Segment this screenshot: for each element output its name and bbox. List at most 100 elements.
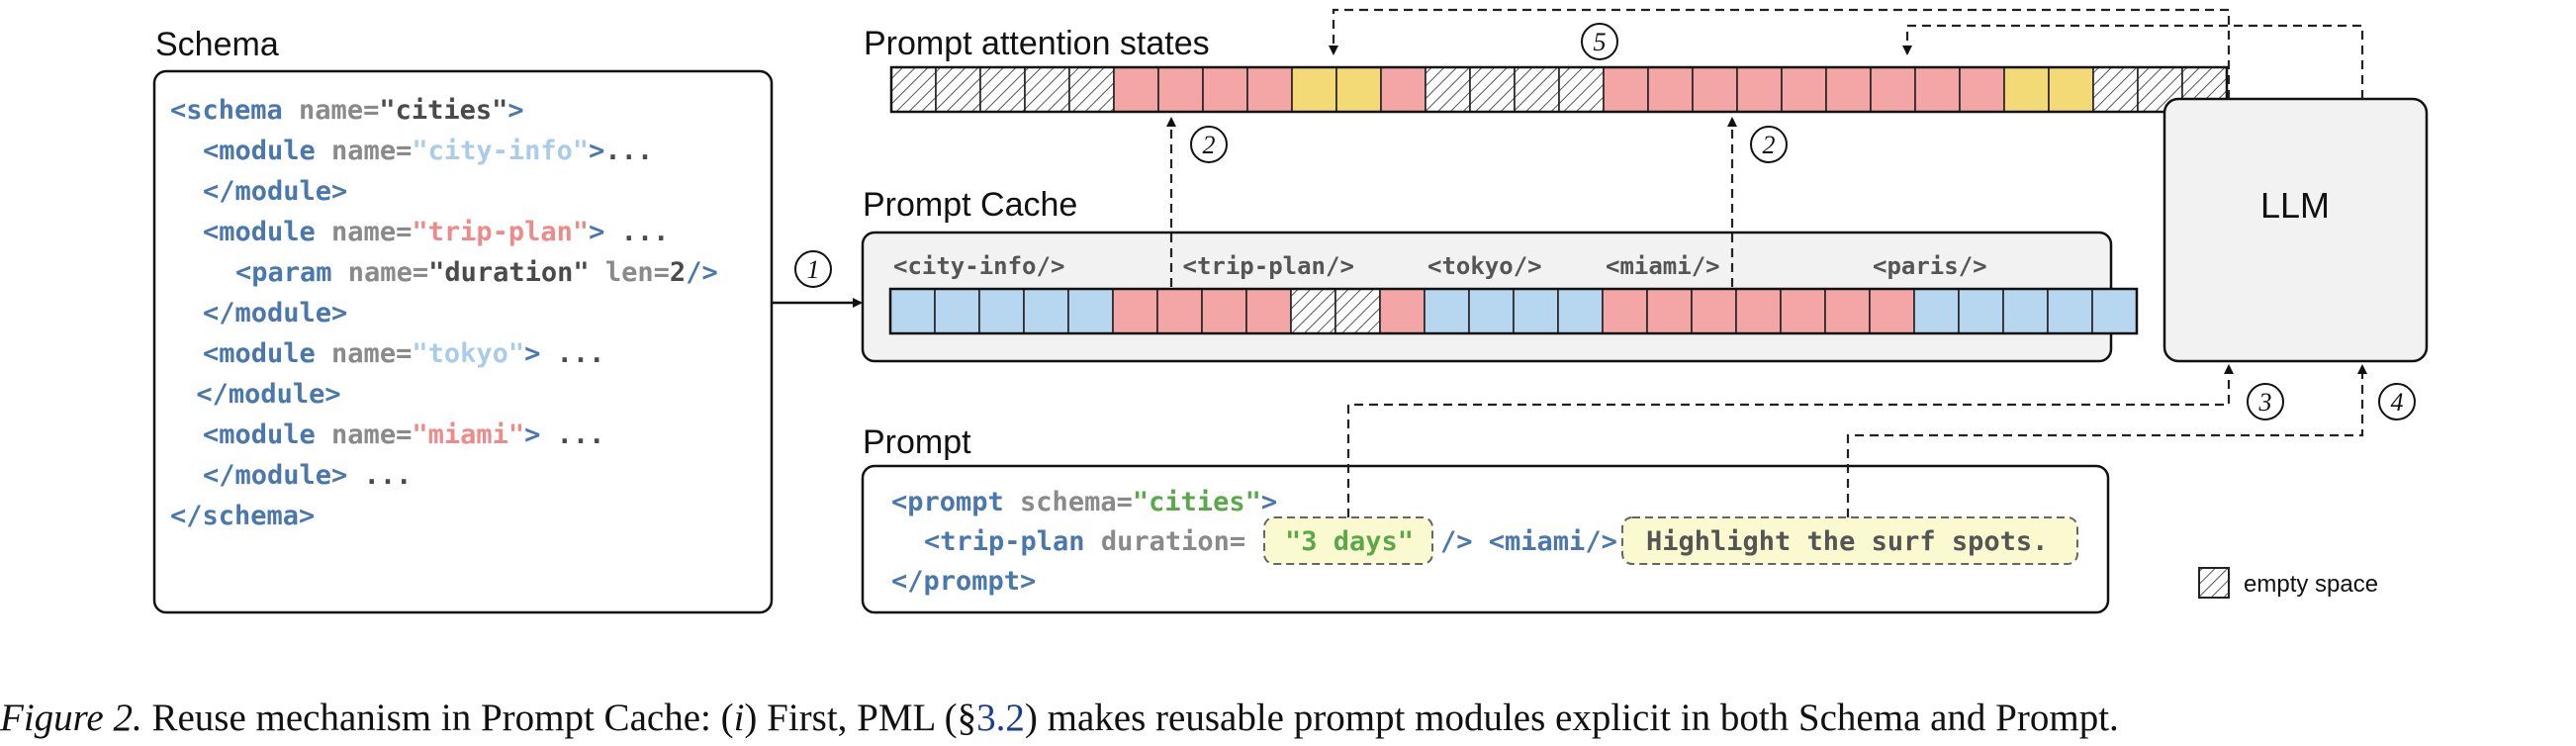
code-segment: "tokyo" (412, 338, 524, 369)
figure-caption: Figure 2. Reuse mechanism in Prompt Cach… (0, 697, 2119, 739)
schema-line: </module> (203, 176, 347, 207)
attention-cell (1825, 66, 1872, 113)
attention-cell-outline (889, 65, 2229, 114)
schema-line: <module name="tokyo"> ... (203, 338, 604, 369)
code-segment: <module (203, 136, 331, 166)
attention-cell (1113, 66, 1159, 113)
cache-cells-bar (888, 287, 2139, 335)
code-segment: > (589, 136, 604, 166)
attention-cell (1736, 66, 1783, 113)
attention-cell (1558, 66, 1605, 113)
cache-cell (1067, 288, 1114, 334)
code-segment: name= (331, 338, 412, 369)
miami-text-highlight (1621, 516, 2078, 565)
code-segment: ... (604, 217, 669, 247)
connectors (1166, 8, 2367, 517)
cache-cell (2002, 288, 2049, 334)
schema-title: Schema (155, 26, 279, 63)
attention-cell (1068, 66, 1115, 113)
attention-cell (1603, 66, 1649, 113)
code-segment: </module> (196, 379, 340, 410)
step3-arrow (1346, 364, 2234, 517)
llm-label: LLM (2260, 185, 2330, 226)
code-segment: "miami" (412, 420, 524, 450)
cache-cell (1201, 288, 1247, 334)
schema-line: <schema name="cities"> (170, 95, 524, 126)
prompt-line-2-mid: /> <miami/> (1440, 526, 1617, 557)
code-segment: <module (203, 420, 331, 450)
svg-text:1: 1 (807, 255, 820, 284)
code-segment: ... (347, 460, 412, 491)
cache-cell (1156, 288, 1203, 334)
cache-cell (1646, 288, 1693, 334)
cache-cell (1468, 288, 1515, 334)
schema-line: </module> (203, 298, 347, 328)
code-segment: > (589, 217, 604, 247)
code-segment: name= (331, 420, 412, 450)
code-segment: <prompt (891, 487, 1020, 517)
attention-cell (1469, 66, 1516, 113)
attention-cell (1514, 66, 1560, 113)
cache-cell (1557, 288, 1604, 334)
cache-cell (1780, 288, 1826, 334)
prompt-line-1: <prompt schema="cities"> (891, 487, 1277, 517)
code-segment: <param (235, 257, 348, 288)
cache-cell (1023, 288, 1069, 334)
step4-arrow (1846, 364, 2367, 517)
code-segment: > (524, 338, 540, 369)
cache-cell (1958, 288, 2004, 334)
cache-cell (1290, 288, 1336, 334)
code-segment: "city-info" (412, 136, 589, 166)
code-segment: </prompt> (891, 566, 1036, 597)
attention-cell (1870, 66, 1916, 113)
caption-text: ) First, PML (§ (744, 697, 976, 739)
attention-title: Prompt attention states (864, 25, 1210, 62)
step5-arrow-left (1329, 8, 2231, 99)
code-segment: duration= (1101, 526, 1245, 557)
cache-cell (1379, 288, 1426, 334)
code-segment: ... (604, 136, 653, 166)
step-5-marker: 5 (1581, 23, 1618, 60)
prompt-line-2-start: <trip-plan duration= (924, 526, 1245, 557)
code-segment: name= (299, 95, 379, 126)
caption-section-link[interactable]: 3.2 (976, 697, 1025, 739)
cache-cell (2047, 288, 2093, 334)
code-segment: name= (348, 257, 428, 288)
schema-line: </module> (196, 379, 340, 410)
code-segment: "cities" (1133, 487, 1261, 517)
step-1-marker: 1 (794, 250, 832, 288)
svg-text:2: 2 (1203, 131, 1216, 159)
caption-figure-label: Figure 2. (0, 697, 142, 739)
duration-value-highlight (1263, 516, 1433, 565)
svg-text:5: 5 (1594, 28, 1607, 56)
attention-cell (1380, 66, 1426, 113)
attention-cell (1692, 66, 1738, 113)
attention-cell (935, 66, 981, 113)
attention-cell (890, 66, 937, 113)
code-segment: <module (203, 338, 331, 369)
attention-cell (2092, 66, 2139, 113)
cache-cell (1424, 288, 1470, 334)
cache-cell (1513, 288, 1559, 334)
code-segment: </module> (203, 460, 347, 491)
caption-text: Reuse mechanism in Prompt Cache: ( (142, 697, 734, 739)
cache-module-label: <tokyo/> (1427, 252, 1542, 280)
attention-cell (979, 66, 1026, 113)
code-segment: "trip-plan" (412, 217, 589, 247)
code-segment: <schema (170, 95, 299, 126)
cache-cell (1691, 288, 1737, 334)
code-segment: </module> (203, 176, 347, 207)
schema-panel (152, 69, 774, 614)
prompt-line-3: </prompt> (891, 566, 1036, 597)
attention-cell (1335, 66, 1382, 113)
schema-line: <module name="city-info">... (203, 136, 653, 166)
svg-text:2: 2 (1763, 131, 1776, 159)
cache-cell (934, 288, 980, 334)
step-4-marker: 4 (2378, 383, 2416, 420)
prompt-panel (861, 464, 2110, 614)
attention-cell (1425, 66, 1471, 113)
cache-cell (1869, 288, 1915, 334)
cache-cell-outline (888, 287, 2139, 335)
legend-label: empty space (2244, 571, 2378, 598)
attention-cell (1157, 66, 1204, 113)
